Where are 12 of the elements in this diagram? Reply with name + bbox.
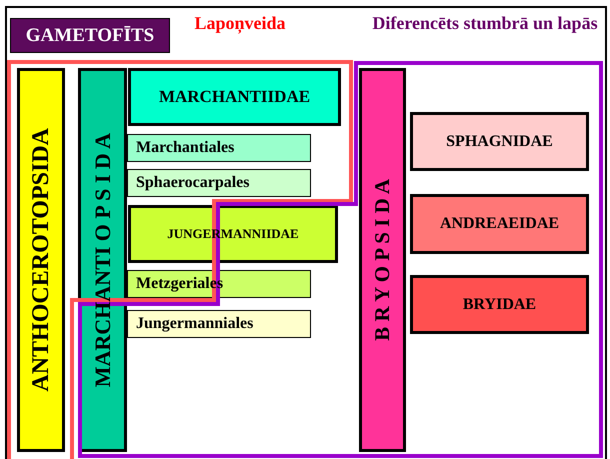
order-box: Marchantiales [127,134,311,162]
region-heading: Lapoņveida [193,12,287,34]
subclass-box: SPHAGNIDAE [410,112,589,171]
order-box: Jungermanniales [127,310,311,338]
subclass-box: BRYIDAE [410,275,589,334]
class-bar: B R Y O P S I D A [359,68,406,452]
class-bar: ANTHOCEROTOPSIDA [17,68,65,452]
subclass-box: ANDREAEIDAE [410,194,589,254]
order-box: Sphaerocarpales [127,169,311,197]
title-label: GAMETOFĪTS [10,18,170,53]
subclass-box: MARCHANTIIDAE [128,68,341,126]
region-heading: Diferencēts stumbrā un lapās [371,12,599,34]
